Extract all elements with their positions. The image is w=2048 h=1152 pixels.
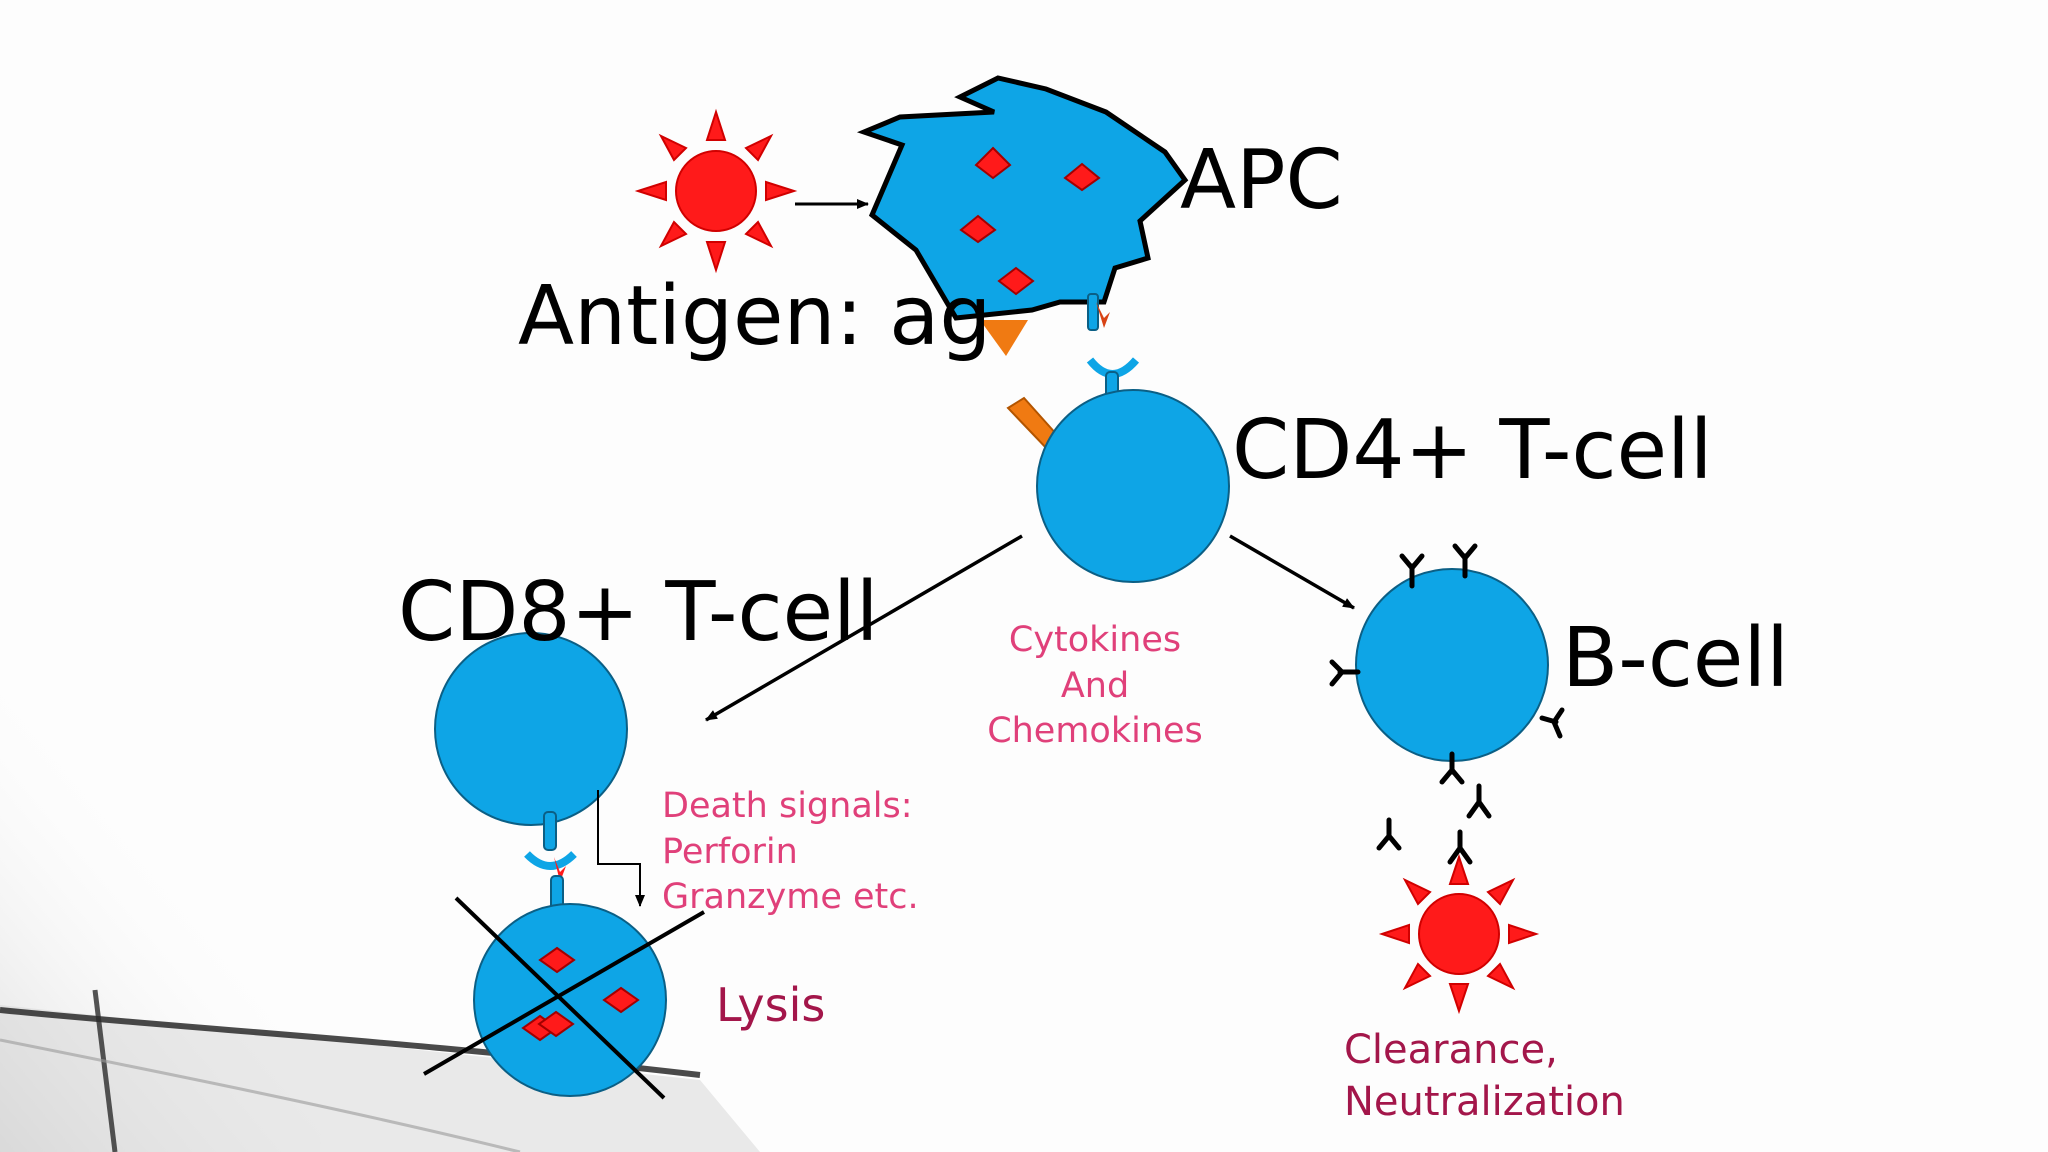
cd4-t-cell: [1036, 389, 1230, 583]
cd8-t-cell: [434, 632, 628, 826]
cytokines-line: Cytokines: [1008, 620, 1182, 660]
apc-label: APC: [1180, 133, 1343, 228]
arrow-cd4-to-cd8: [705, 534, 1023, 722]
arrow-cd4-to-bcell: [1229, 534, 1355, 610]
antigen-icon: [634, 108, 798, 274]
lysis-cross-line: [454, 896, 666, 1100]
b-cell: [1329, 543, 1565, 785]
arrow-death-signal: [597, 790, 645, 907]
death-signals-line: Granzyme etc.: [662, 877, 919, 917]
clearance-label: Clearance, Neutralization: [1344, 1024, 1625, 1128]
free-antibodies: [1376, 783, 1492, 865]
antigen-neutralized-icon: [1378, 853, 1540, 1015]
lysis-cross-line: [422, 910, 706, 1076]
death-signals-line: Death signals:: [662, 786, 913, 826]
clearance-line: Neutralization: [1344, 1079, 1625, 1125]
apc-cell: [856, 75, 1189, 356]
bcell-label: B-cell: [1562, 611, 1789, 706]
cd8-label: CD8+ T-cell: [398, 565, 879, 660]
clearance-line: Clearance,: [1344, 1027, 1558, 1073]
mhc-ii-triangle: [980, 320, 1028, 356]
cytokines-label: Cytokines And Chemokines: [980, 618, 1210, 755]
target-cell: [422, 896, 706, 1100]
cytokines-line: And: [1060, 665, 1130, 706]
death-signals-line: Perforin: [662, 831, 798, 872]
antigen-label: Antigen: ag: [518, 269, 992, 364]
death-signals-label: Death signals: Perforin Granzyme etc.: [662, 784, 919, 921]
background-decoration: [0, 560, 760, 1152]
cytokines-line: Chemokines: [987, 711, 1203, 751]
lysis-label: Lysis: [716, 978, 826, 1032]
cd4-label: CD4+ T-cell: [1232, 403, 1713, 498]
